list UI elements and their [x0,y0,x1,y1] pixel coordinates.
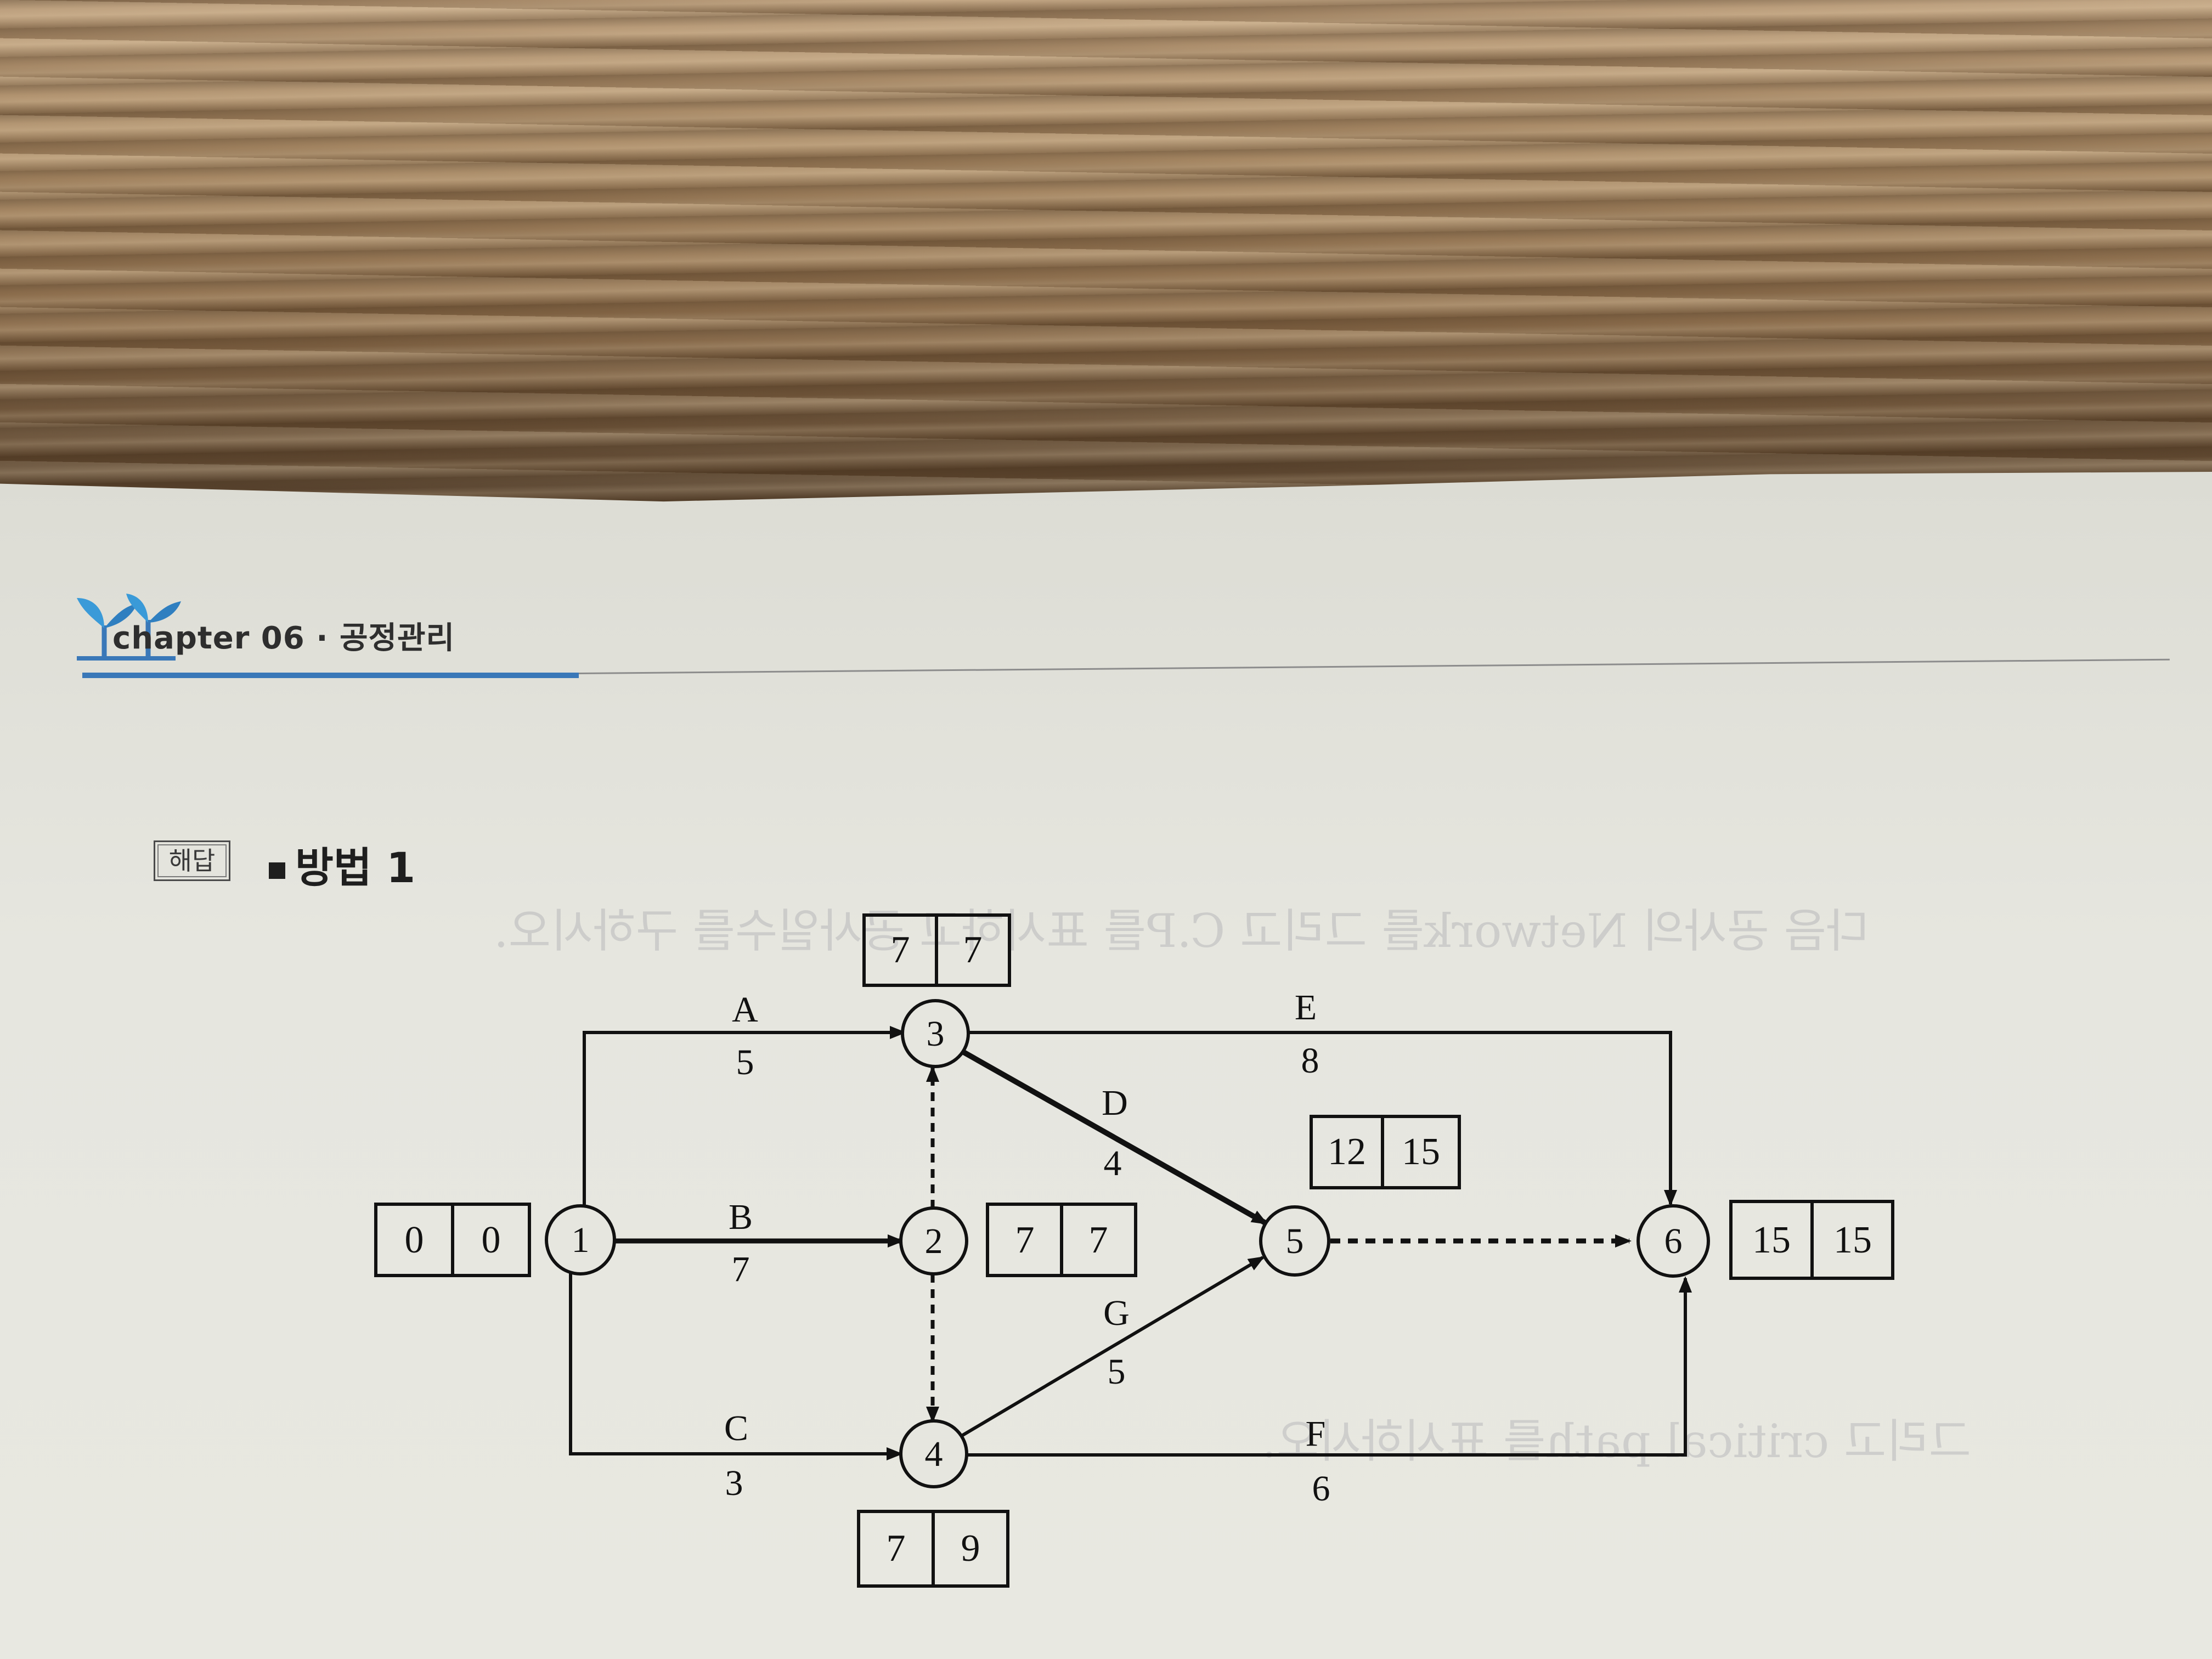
method-heading: 방법 1 [269,834,415,894]
sprout-logo-icon [77,594,181,661]
event-node-2: 2 [899,1206,968,1276]
event-node-label: 6 [1664,1221,1683,1261]
book-page [0,472,2212,1659]
activity-duration-e: 8 [1301,1041,1319,1081]
square-bullet-icon [269,862,285,879]
latest-time: 15 [1402,1131,1440,1173]
event-node-label: 3 [927,1014,945,1054]
earliest-time: 7 [887,1527,906,1570]
activity-arrow-a [583,1026,906,1207]
activity-arrow-d [956,1046,1268,1226]
earliest-time: 7 [1015,1219,1035,1261]
activity-name-b: B [729,1197,753,1237]
event-node-6: 6 [1637,1204,1710,1278]
activity-arrow-e [966,1031,1677,1206]
earliest-time: 15 [1752,1219,1791,1261]
event-node-4: 4 [899,1419,968,1488]
activity-duration-f: 6 [1312,1469,1330,1509]
time-box-node-5: 12 15 [1310,1115,1461,1189]
activity-name-e: E [1295,988,1317,1028]
event-node-label: 2 [925,1221,943,1261]
time-box-node-4: 7 9 [857,1510,1009,1588]
event-node-5: 5 [1259,1205,1330,1277]
activity-name-a: A [732,990,758,1030]
activity-name-f: F [1306,1414,1326,1454]
activity-arrow-f [966,1276,1692,1457]
latest-time: 15 [1833,1219,1872,1261]
time-box-node-3: 7 7 [862,913,1011,987]
earliest-time: 0 [405,1219,424,1261]
event-node-label: 5 [1286,1221,1304,1261]
earliest-time: 7 [891,929,910,971]
time-box-node-6: 15 15 [1729,1200,1894,1280]
activity-duration-c: 3 [725,1463,743,1503]
method-label: 방법 1 [295,843,416,892]
activity-duration-g: 5 [1108,1352,1126,1392]
latest-time: 0 [482,1219,501,1261]
activity-arrow-c [569,1266,903,1460]
time-box-node-1: 0 0 [374,1203,531,1277]
latest-time: 7 [1089,1219,1108,1261]
activity-duration-d: 4 [1104,1143,1122,1183]
event-node-label: 1 [572,1220,590,1260]
latest-time: 9 [961,1527,980,1570]
answer-tag: 해답 [154,840,230,881]
activity-duration-a: 5 [736,1042,754,1082]
time-box-node-2: 7 7 [986,1203,1137,1277]
event-node-label: 4 [925,1434,943,1474]
activity-name-g: G [1103,1293,1130,1333]
latest-time: 7 [963,929,983,971]
activity-duration-b: 7 [732,1249,750,1289]
header-rule-accent [82,673,579,678]
activity-name-d: D [1102,1083,1128,1123]
earliest-time: 12 [1328,1131,1366,1173]
event-node-3: 3 [901,999,970,1068]
wooden-desk [0,0,2212,527]
activity-arrow-g [958,1256,1265,1439]
chapter-title: chapter 06 · 공정관리 [112,620,455,656]
activity-name-c: C [724,1408,748,1448]
event-node-1: 1 [545,1204,616,1276]
